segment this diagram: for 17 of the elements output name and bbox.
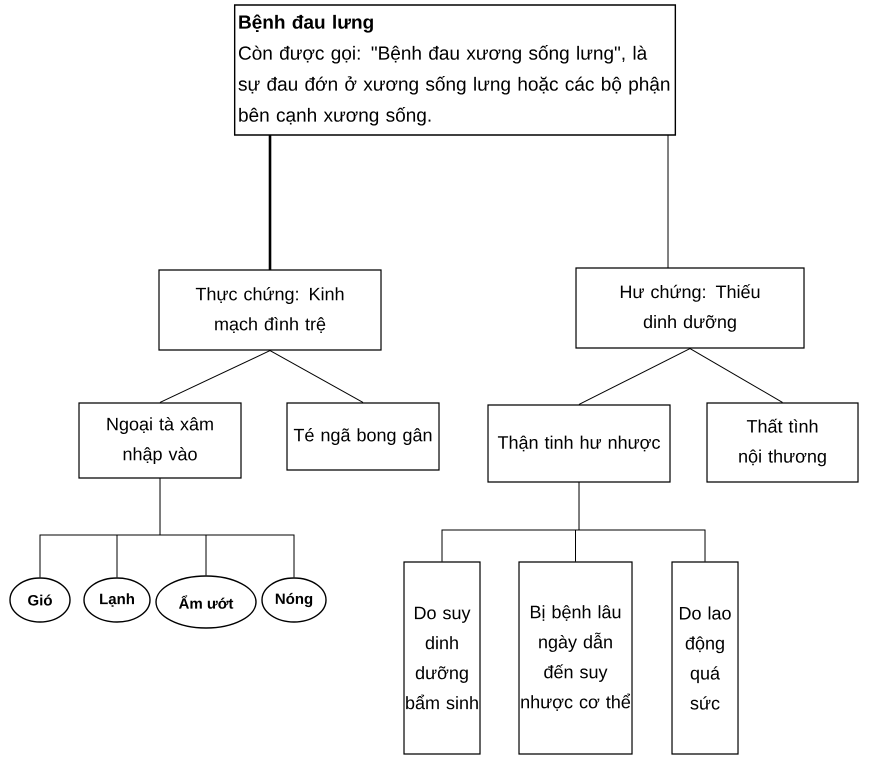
cause-box: Ngoại tà xâm nhập vào xyxy=(78,402,242,479)
connector-line xyxy=(578,482,706,562)
connector-line xyxy=(270,350,364,403)
cause-box: Bị bệnh lâu ngày dẫn đến suy nhược cơ thể xyxy=(518,561,633,755)
connector-line xyxy=(690,348,783,403)
cause-box: Do lao động quá sức xyxy=(671,561,739,755)
connector-line xyxy=(268,135,272,270)
connector-line xyxy=(578,348,690,405)
cause-box: Thận tinh hư nhược xyxy=(487,404,671,483)
connector-line xyxy=(160,478,294,578)
connector-line xyxy=(160,350,270,403)
definition-box: Bệnh đau lưng Còn được gọi: "Bệnh đau xương sống lưng", là sự đau đớn ở xương sống lưng hoặc các bộ phận bên cạnh xương sống. xyxy=(234,4,676,136)
category-box: Hư chứng: Thiếu dinh dưỡng xyxy=(575,267,805,349)
cause-box: Té ngã bong gân xyxy=(286,402,440,471)
cause-box: Thất tình nội thương xyxy=(706,402,859,483)
cause-box: Do suy dinh dưỡng bẩm sinh xyxy=(403,561,481,755)
category-box: Thực chứng: Kinh mạch đình trệ xyxy=(158,269,382,351)
